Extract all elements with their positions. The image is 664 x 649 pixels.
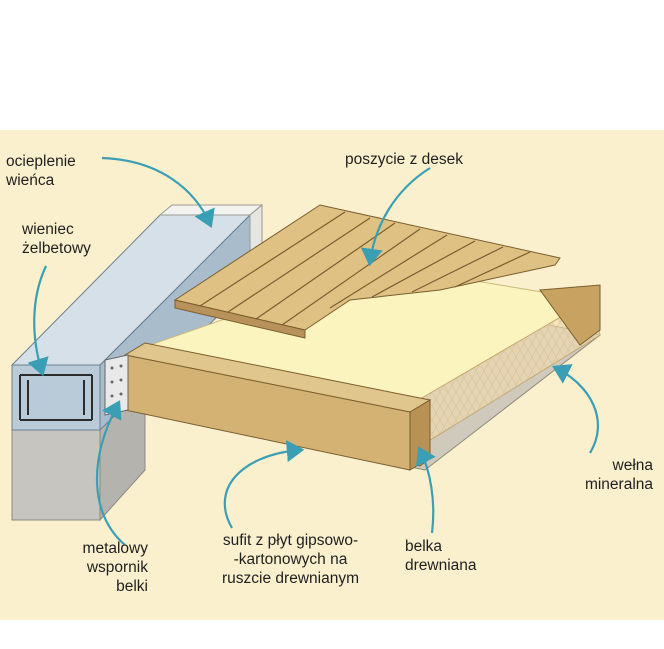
arrow-wspornik xyxy=(95,400,126,546)
ring-beam-insulation xyxy=(158,204,264,216)
label-wieniec-zelbetowy: wieniec żelbetowy xyxy=(22,221,91,257)
arrow-ocieplenie xyxy=(101,156,215,229)
label-sufit: sufit z płyt gipsowo- -kartonowych na ru… xyxy=(222,532,359,587)
label-metalowy-wspornik: metalowy wspornik belki xyxy=(82,540,148,595)
arrow-wieniec xyxy=(27,265,49,377)
label-belka-drewniana: belka drewniana xyxy=(405,538,477,574)
arrow-poszycie xyxy=(360,167,431,267)
plank-boarding xyxy=(173,204,561,339)
label-welna-mineralna: wełna mineralna xyxy=(584,457,653,493)
arrow-belka xyxy=(416,446,436,534)
arrow-welna xyxy=(552,364,600,454)
label-ocieplenie-wienca: ocieplenie wieńca xyxy=(6,153,76,189)
arrow-sufit xyxy=(223,440,305,529)
far-beam xyxy=(539,284,601,346)
callout-arrows xyxy=(27,156,600,546)
label-poszycie-z-desek: poszycie z desek xyxy=(345,151,464,168)
metal-bracket xyxy=(104,354,129,416)
